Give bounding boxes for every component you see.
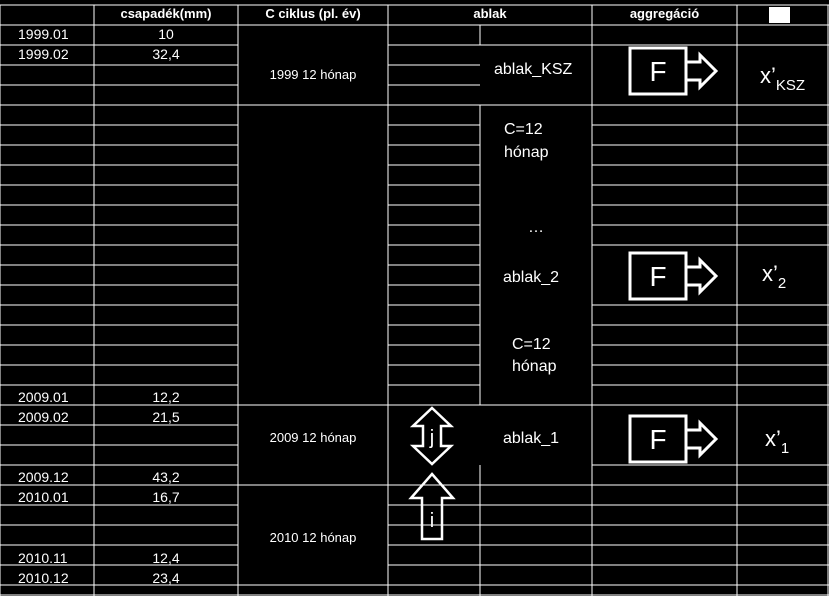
row-value: 16,7 — [152, 489, 180, 505]
subscript-1: 1 — [780, 440, 790, 457]
row-date: 1999.01 — [18, 26, 69, 42]
row-value: 32,4 — [152, 46, 180, 62]
subscript-ksz: KSZ — [775, 77, 806, 94]
window-ablak-2: ablak_2 — [503, 269, 560, 286]
x-prime-ksz: x’KSZ — [760, 63, 806, 95]
f-label: F — [649, 56, 666, 87]
window-ablak-ksz: ablak_KSZ — [494, 61, 573, 78]
cycle-label-2009: 2009 12 hónap — [269, 430, 357, 445]
f-label: F — [649, 261, 666, 292]
row-value: 21,5 — [152, 409, 180, 425]
x-prime-2: x’2 — [762, 261, 787, 293]
cycle-label-1999: 1999 12 hónap — [269, 67, 357, 82]
row-date: 2010.11 — [18, 550, 68, 566]
double-arrow-j-icon: j — [409, 406, 455, 466]
row-value: 12,2 — [152, 389, 180, 405]
row-value: 23,4 — [152, 570, 180, 586]
window-ablak-1: ablak_1 — [503, 430, 560, 447]
row-date: 2009.01 — [18, 389, 69, 405]
aggregation-f-icon: F — [628, 251, 719, 301]
window-c-label: hónap — [504, 144, 549, 161]
header-window: ablak — [473, 6, 507, 21]
row-date: 2009.12 — [18, 469, 69, 485]
row-value: 43,2 — [152, 469, 180, 485]
i-label: i — [430, 510, 434, 532]
header-precip: csapadék(mm) — [120, 6, 212, 21]
row-date: 2009.02 — [18, 409, 69, 425]
row-value: 10 — [158, 26, 174, 42]
window-c-label: hónap — [512, 358, 557, 375]
aggregation-f-icon: F — [628, 414, 719, 464]
subscript-2: 2 — [777, 275, 787, 292]
header-white-box — [769, 7, 790, 23]
header-cycle: C ciklus (pl. év) — [265, 6, 361, 21]
window-c-label: C=12 — [504, 121, 543, 138]
f-label: F — [649, 424, 666, 455]
up-arrow-i-icon: i — [408, 472, 456, 541]
x-prime-1: x’1 — [765, 426, 790, 458]
window-ellipsis: … — [528, 219, 544, 236]
j-label: j — [429, 427, 434, 449]
cycle-label-2010: 2010 12 hónap — [269, 530, 357, 545]
window-c-label: C=12 — [512, 336, 551, 353]
aggregation-f-icon: F — [628, 46, 719, 96]
row-date: 2010.01 — [18, 489, 69, 505]
row-date: 1999.02 — [18, 46, 69, 62]
row-date: 2010.12 — [18, 570, 69, 586]
header-aggregation: aggregáció — [629, 6, 700, 21]
row-value: 12,4 — [152, 550, 180, 566]
